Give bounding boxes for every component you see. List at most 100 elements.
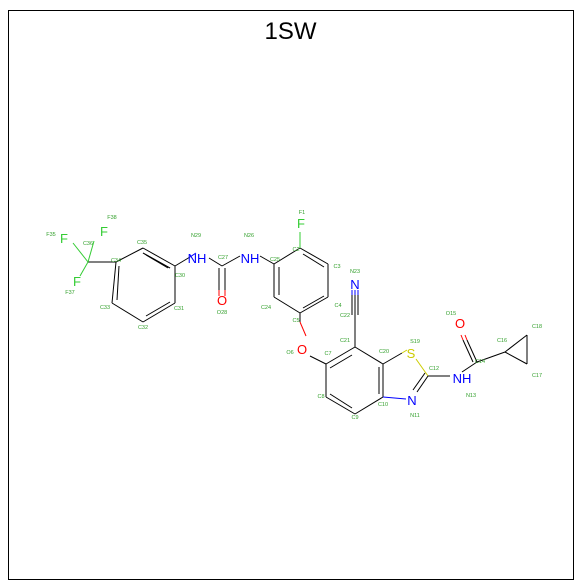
atom-label-c16: C16 [497,338,507,344]
atom-label-f37: F37 [65,290,74,296]
bond [382,352,403,365]
atom-label-f38: F38 [107,215,116,221]
atom-label-f1: F1 [299,210,305,216]
bonds [72,232,528,415]
bond [460,334,464,341]
atom-label-c8: C8 [317,394,324,400]
bond [504,351,528,365]
atom-label-c31: C31 [174,306,184,312]
bond [329,393,353,409]
atom-label-c10: C10 [378,402,388,408]
atom-label-c9: C9 [351,415,358,421]
atom-label-n13: N13 [466,393,476,399]
atom-label-f35: F35 [46,232,55,238]
bond [259,255,275,265]
atom-label-c25: C25 [270,257,280,263]
atom-label-c4: C4 [334,303,341,309]
bond [221,255,241,267]
ether-oxygen-o6: O [297,342,307,357]
fluorine-f37: F [73,274,81,289]
atom-label-c22: C22 [340,313,350,319]
atom-label-c7: C7 [324,351,331,357]
atom-label-n29: N29 [191,233,201,239]
figure-frame [8,10,574,580]
bond [464,334,468,341]
atom-label-c12: C12 [429,366,439,372]
bond [111,261,117,304]
bond [299,321,307,337]
atom-label-c27: C27 [218,255,228,261]
bond [309,355,327,365]
bond [72,242,89,263]
bond [325,396,356,415]
thiazole-nitrogen-n11: N [407,393,416,408]
atom-label-c14: C14 [475,359,485,365]
bond [189,252,197,258]
fluorine-f35: F [60,231,68,246]
bond [325,346,356,365]
bond [466,339,478,363]
atom-label-c30: C30 [175,273,185,279]
bond [462,339,474,363]
bond [416,375,429,393]
bond [111,302,144,323]
thiazole-sulfur-s19: S [407,346,416,361]
bond [79,261,89,277]
bond [115,247,144,263]
bond [273,296,301,314]
atom-label-o28: O28 [217,310,227,316]
atom-label-c3: C3 [333,264,340,270]
bond [476,351,506,363]
urea-nh-n26: NH [241,251,260,266]
atom-label-n23: N23 [350,269,360,275]
bond [273,247,301,265]
atom-label-c21: C21 [340,338,350,344]
bond [302,253,325,268]
atom-label-s19: S19 [410,339,420,345]
atom-label-c5: C5 [292,318,299,324]
bond [412,372,426,391]
figure-title: 1SW [264,18,317,45]
atom-label-n11: N11 [410,413,420,419]
atom-label-c2: C2 [292,247,299,253]
bond [142,302,176,323]
atom-label-c20: C20 [379,349,389,355]
amide-oxygen-o15: O [455,316,465,331]
fluorine-f38: F [100,224,108,239]
atom-label-n26: N26 [244,233,254,239]
atom-label-c18: C18 [532,324,542,330]
atom-label-o15: O15 [446,311,456,317]
bond [354,396,384,415]
atom-label-c17: C17 [532,373,542,379]
atom-label-c35: C35 [137,240,147,246]
bond [299,247,329,265]
bond [142,247,176,267]
atom-label-c34: C34 [111,258,121,264]
amide-nh-n13: NH [453,371,472,386]
atom-label-c33: C33 [100,305,110,311]
bond [329,354,353,369]
bond [174,256,191,267]
bond [208,257,223,267]
nitrile-nitrogen-n23: N [350,277,359,292]
bond [401,349,408,354]
atom-label-c24: C24 [261,305,271,311]
bond [354,346,384,365]
atom-label-o6: O6 [286,350,293,356]
bond [116,265,120,301]
bond [461,361,478,373]
atom-label-c32: C32 [138,325,148,331]
bond [299,296,329,314]
bond [415,358,429,377]
fluorine-f1: F [297,216,305,231]
bond [302,295,325,309]
bond [504,334,528,353]
bond [382,396,407,400]
bond [87,240,95,263]
atom-label-c36: C36 [83,241,93,247]
bond [145,301,171,317]
bond [145,254,169,269]
